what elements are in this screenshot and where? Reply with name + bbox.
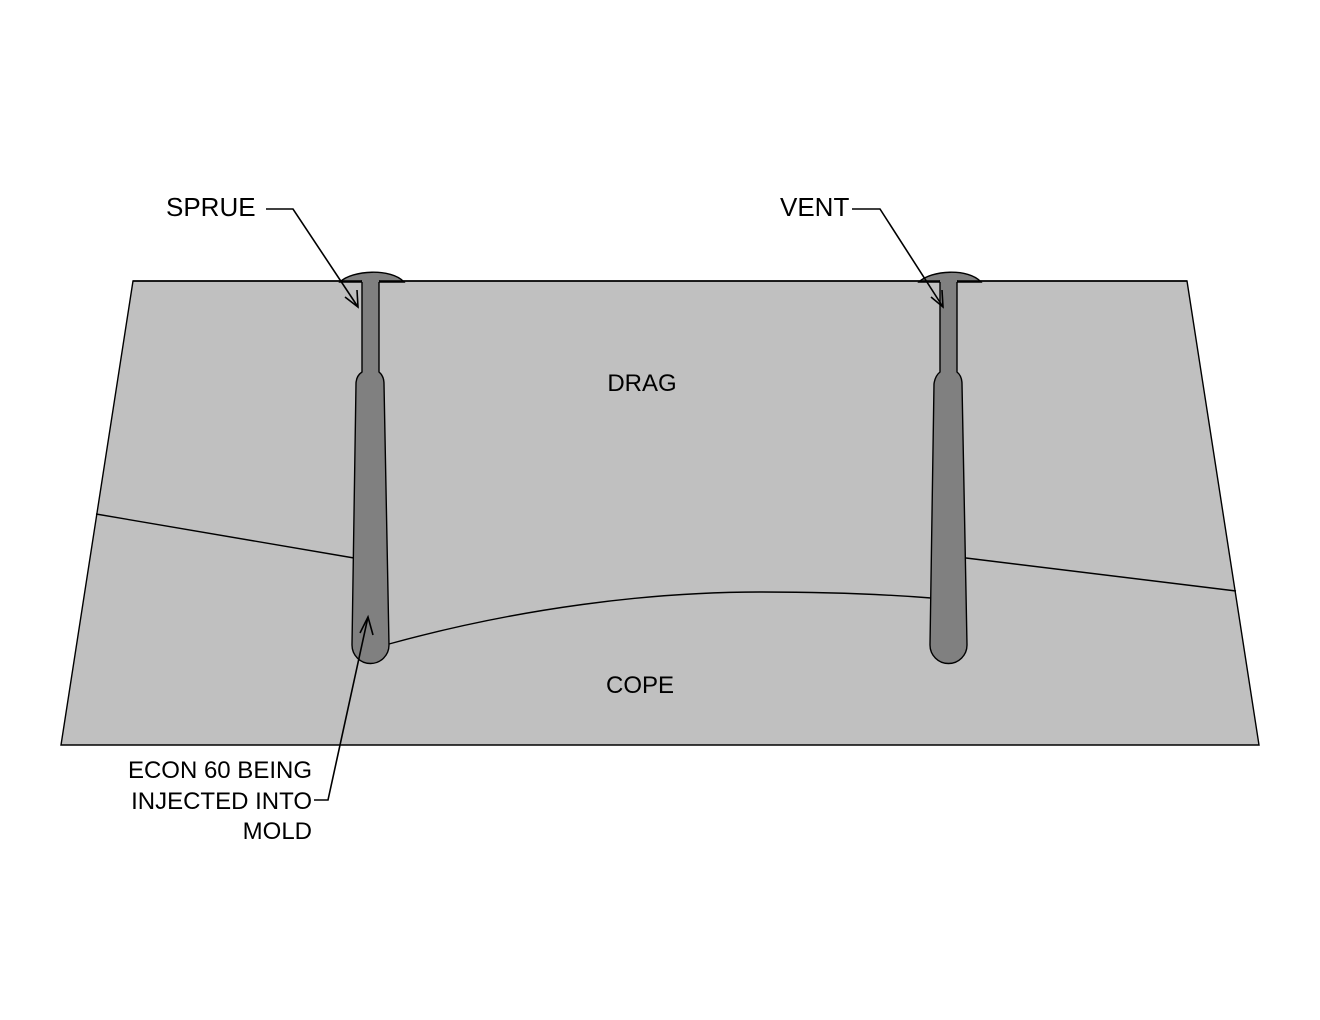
parting-line-left — [95, 513, 355, 559]
sprue-cap — [338, 271, 406, 283]
vent-label: VENT — [780, 192, 849, 222]
injection-label-line1: ECON 60 BEING — [128, 757, 312, 784]
injection-arrow-head — [359, 614, 374, 636]
parting-line-right — [965, 557, 1237, 592]
injection-label-line2: INJECTED INTO — [131, 788, 312, 815]
vent-channel — [929, 280, 968, 665]
sprue-leader — [266, 208, 359, 308]
sprue-label: SPRUE — [166, 192, 256, 222]
vent-arrow-head — [930, 289, 944, 309]
injection-label-line3: MOLD — [243, 818, 312, 845]
parting-line-middle — [388, 591, 932, 645]
sprue-arrow-head — [344, 289, 359, 309]
drag-label: DRAG — [607, 370, 676, 397]
cope-label: COPE — [606, 672, 674, 699]
sprue-channel — [351, 280, 390, 665]
vent-leader — [852, 208, 944, 308]
injection-leader — [314, 616, 369, 801]
